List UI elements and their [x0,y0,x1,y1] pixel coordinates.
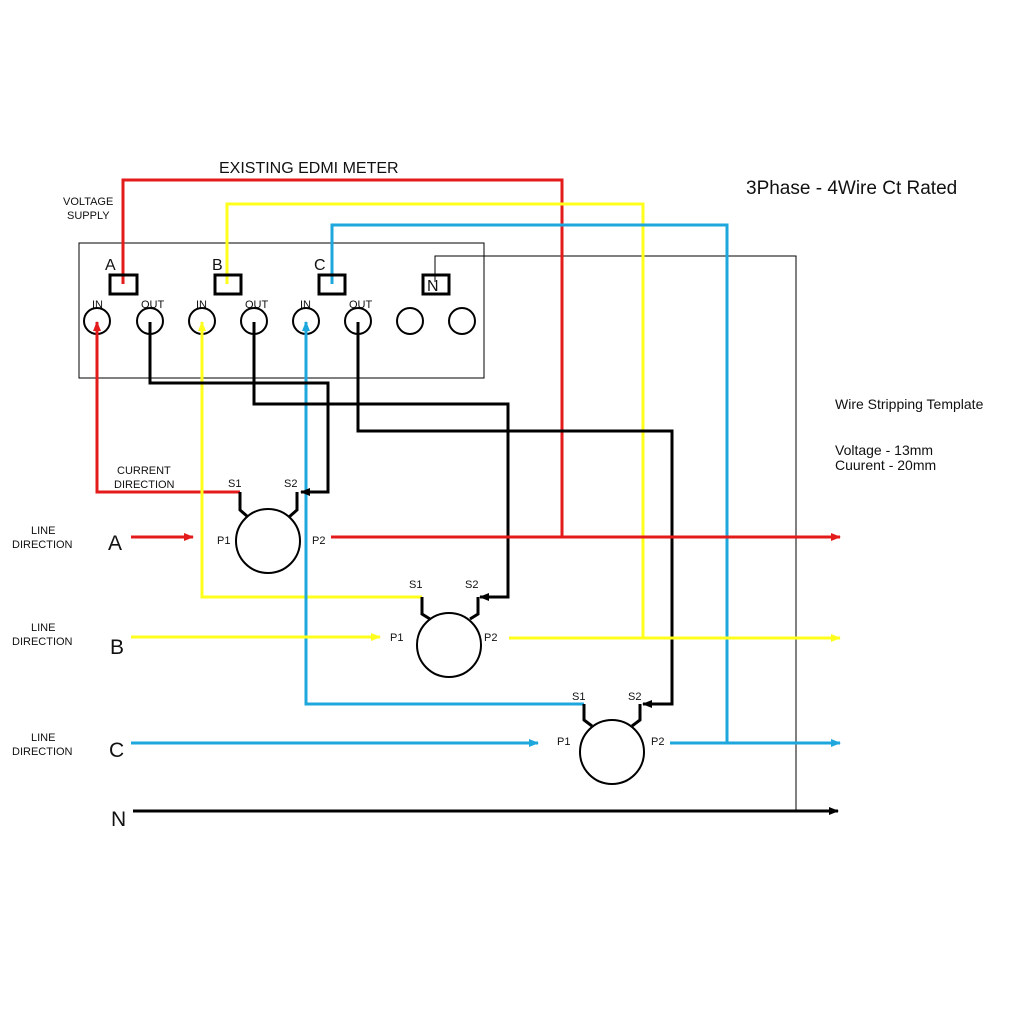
ct-c-s1-label: S1 [572,691,585,703]
current-terminal-label-5: IN [300,299,311,311]
ct-b-p1-label: P1 [390,632,403,644]
ct-b-s2-lead [469,597,480,621]
line-direction-c-1: LINE [31,732,55,744]
terminal-label-c: C [314,257,326,274]
ct-c-s1-wire [302,321,584,706]
terminal-label-b: B [212,257,223,274]
ct-a-s2-lead [288,492,299,519]
ct-a-s2-label: S2 [284,478,297,490]
ct-c-s1-lead [582,704,593,728]
ct-b-s1-wire [198,321,422,599]
voltage-supply-label-2: SUPPLY [67,210,110,222]
ct-a-s1-wire [93,321,240,494]
ct-b-s1-lead [420,597,431,621]
ct-b-p2-label: P2 [484,632,497,644]
phase-b-voltage-wire [225,202,645,637]
meter-box [78,242,485,379]
current-direction-label-1: CURRENT [117,465,171,477]
ct-c-body [579,719,645,785]
current-direction-label-2: DIRECTION [114,479,175,491]
ct-b-s1-label: S1 [409,579,422,591]
phase-a-voltage-wire [121,178,564,536]
voltage-supply-label-1: VOLTAGE [63,196,113,208]
ct-b-body [416,612,482,678]
current-terminal-spare-2 [448,307,476,335]
ct-a-body [235,508,301,574]
ct-c-p2-label: P2 [651,736,664,748]
line-direction-b-1: LINE [31,622,55,634]
ct-a-s2-wire [148,322,330,496]
ct-a-s1-lead [238,492,249,519]
line-label-c: C [109,739,124,762]
ct-b: S1 S2 P1 P2 [390,579,497,678]
voltage-terminal-b [213,273,243,296]
terminal-label-n: N [427,278,439,295]
ct-c-s2-label: S2 [628,691,641,703]
ct-c-s2-wire [356,322,674,708]
line-label-n: N [111,808,126,831]
ct-a-s1-label: S1 [228,478,241,490]
line-direction-a-2: DIRECTION [12,539,73,551]
ct-a: S1 S2 P1 P2 [217,478,325,574]
wire-stripping-heading: Wire Stripping Template [835,396,984,412]
line-label-a: A [108,532,122,555]
voltage-terminal-a [108,273,139,296]
terminal-label-a: A [105,257,116,274]
line-direction-c-2: DIRECTION [12,746,73,758]
line-label-b: B [110,636,124,659]
wire-stripping-current: Cuurent - 20mm [835,457,936,473]
phase-c-voltage-wire [330,223,729,743]
current-terminal-spare-1 [396,307,424,335]
ct-a-p2-label: P2 [312,535,325,547]
line-direction-b-2: DIRECTION [12,636,73,648]
current-terminal-label-3: IN [196,299,207,311]
current-terminal-label-1: IN [92,299,103,311]
ct-a-p1-label: P1 [217,535,230,547]
diagram-subtitle: 3Phase - 4Wire Ct Rated [746,178,957,199]
ct-c: S1 S2 P1 P2 [557,691,664,785]
ct-b-s2-wire [252,322,510,601]
voltage-terminal-c [317,273,347,296]
diagram-title: EXISTING EDMI METER [219,160,399,177]
neutral-voltage-wire [434,255,797,810]
ct-b-s2-label: S2 [465,579,478,591]
wire-stripping-voltage: Voltage - 13mm [835,442,933,458]
ct-c-s2-lead [631,704,642,728]
ct-c-p1-label: P1 [557,736,570,748]
line-direction-a-1: LINE [31,525,55,537]
voltage-terminal-n [421,273,451,296]
